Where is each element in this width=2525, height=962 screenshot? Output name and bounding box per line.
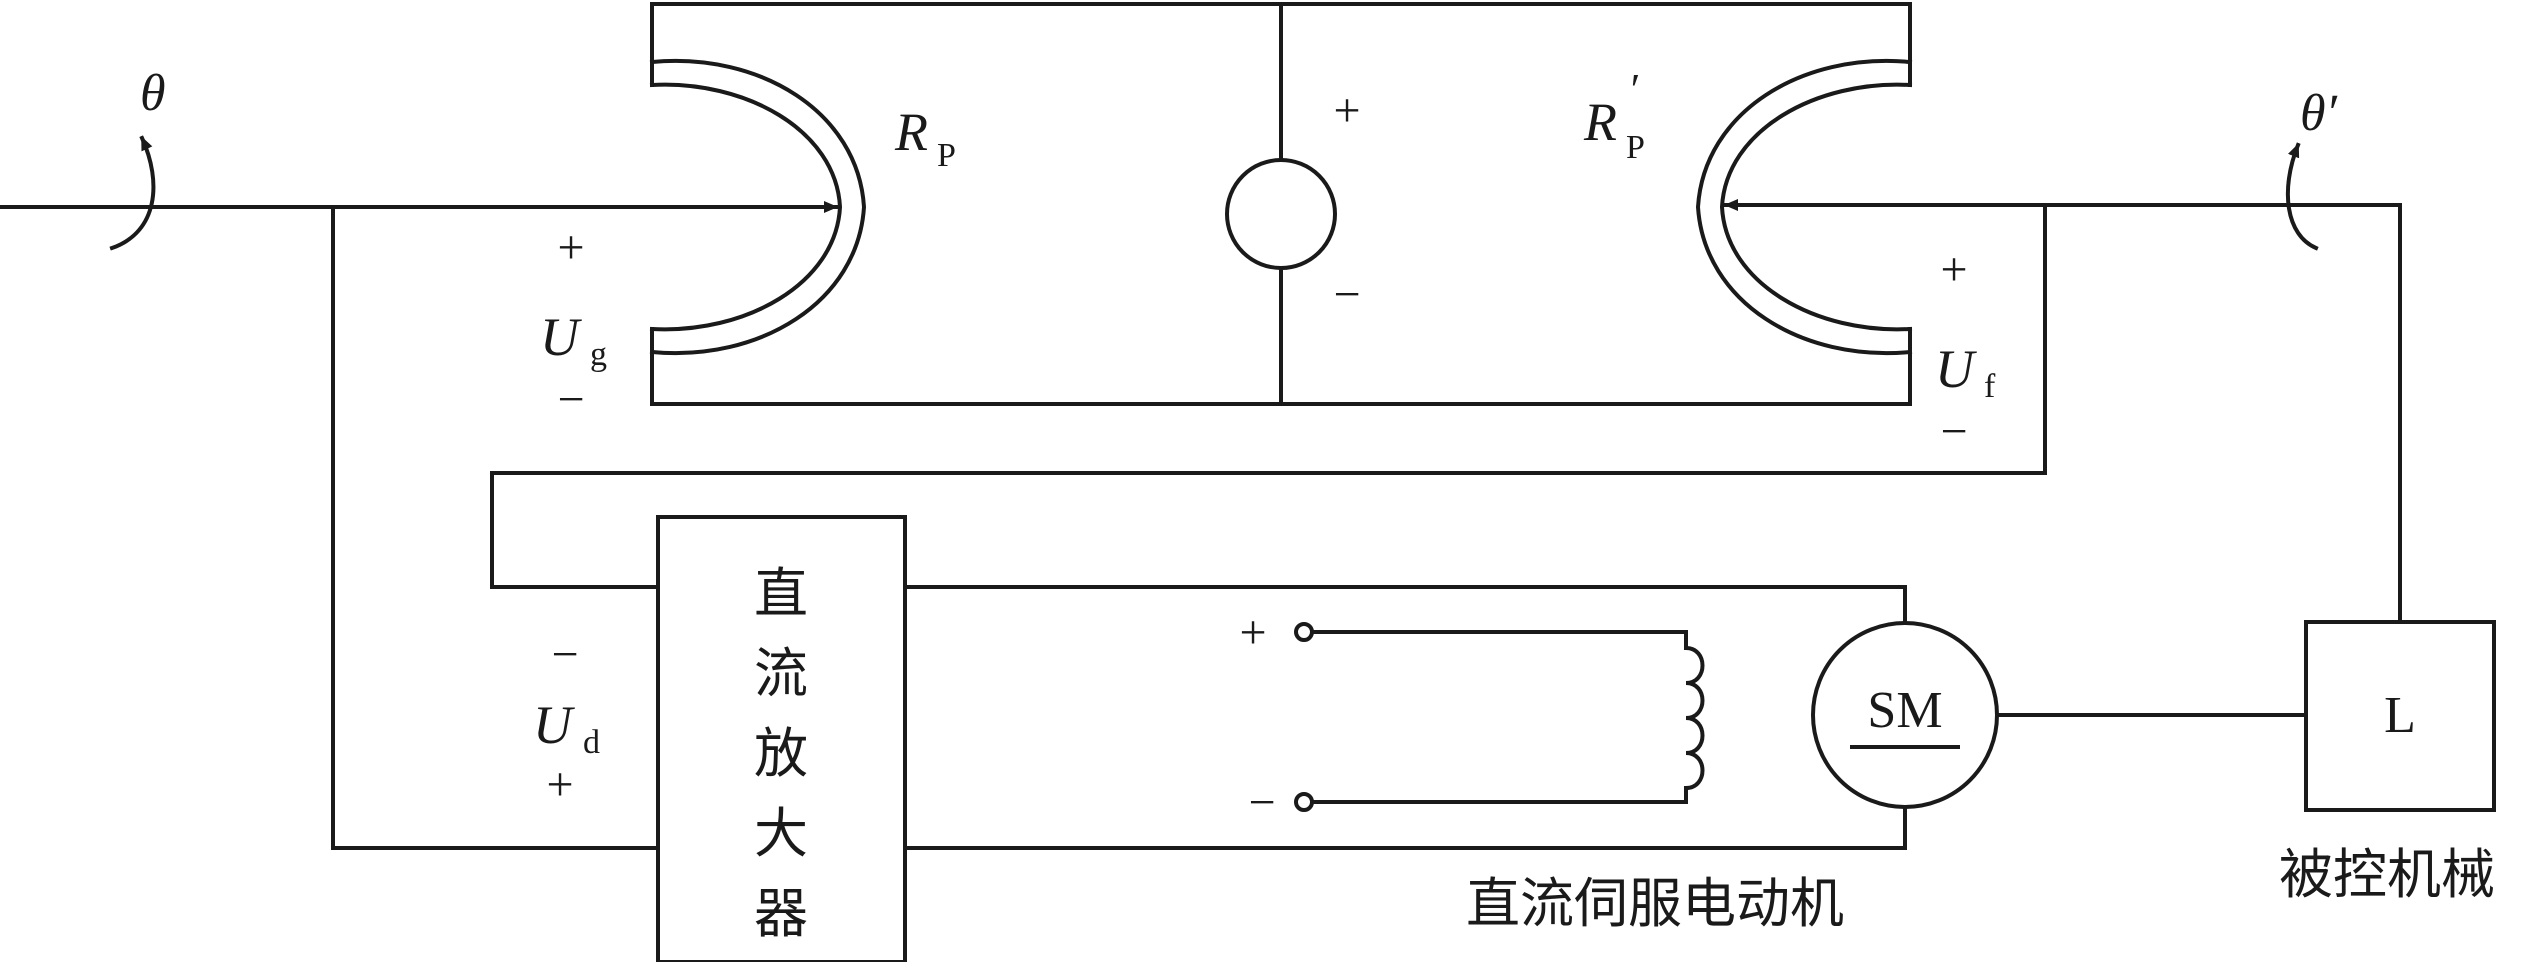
ug-minus: −	[557, 373, 584, 426]
rp-subscript: P	[937, 137, 956, 174]
ug-label: U	[540, 307, 582, 367]
ud-plus: +	[546, 758, 573, 811]
field-plus: +	[1239, 606, 1266, 659]
theta-prime-label: θ′	[2300, 85, 2339, 142]
rp-prime-potentiometer-inner	[1719, 82, 1913, 332]
ug-return-wire	[331, 205, 660, 850]
ug-plus: +	[557, 221, 584, 274]
rp-prime-potentiometer-icon	[1695, 58, 1913, 356]
theta-label: θ	[140, 65, 166, 122]
field-coil-icon	[1310, 630, 1705, 804]
load-caption: 被控机械	[2279, 843, 2495, 906]
rp-prime-label: R	[1583, 92, 1617, 152]
rp-prime-mark: ′	[1628, 65, 1639, 114]
servo-motor-icon	[1811, 621, 1999, 809]
field-terminal-plus	[1294, 622, 1314, 642]
voltage-source-icon	[1225, 158, 1337, 270]
field-terminal-minus	[1294, 792, 1314, 812]
rp-potentiometer-icon	[649, 58, 867, 356]
amplifier-char: 大	[754, 802, 808, 865]
uf-subscript: f	[1984, 368, 1996, 405]
potentiometer-bridge	[650, 2, 1912, 406]
feedback-shaft-wiper	[1724, 199, 2402, 624]
input-rotation-arrow-icon	[109, 135, 156, 251]
dc-amplifier-block	[656, 515, 907, 962]
amplifier-char: 放	[754, 722, 808, 785]
motor-upper-wire	[903, 585, 1907, 625]
feedback-rotation-arrow-icon	[2286, 142, 2319, 251]
amplifier-char: 直	[754, 562, 808, 625]
load-block	[2304, 620, 2496, 812]
field-minus: −	[1248, 776, 1275, 829]
motor-label: SM	[1867, 682, 1942, 739]
load-label: L	[2384, 687, 2416, 744]
rp-prime-subscript: P	[1626, 129, 1645, 166]
source-minus: −	[1333, 268, 1360, 321]
rp-potentiometer-inner	[649, 82, 843, 332]
ud-label: U	[533, 695, 575, 755]
field-winding	[1294, 622, 1705, 812]
motor-caption: 直流伺服电动机	[1466, 872, 1844, 935]
uf-plus: +	[1940, 243, 1967, 296]
ud-minus: −	[551, 628, 578, 681]
rp-label: R	[894, 102, 928, 162]
amplifier-char: 流	[754, 642, 808, 705]
amplifier-char: 器	[754, 882, 808, 945]
ug-subscript: g	[590, 336, 607, 373]
motor-lower-wire	[903, 805, 1907, 850]
ud-subscript: d	[583, 724, 600, 761]
uf-minus: −	[1940, 405, 1967, 458]
source-plus: +	[1333, 84, 1360, 137]
uf-wire	[490, 203, 2047, 589]
uf-label: U	[1935, 339, 1977, 399]
